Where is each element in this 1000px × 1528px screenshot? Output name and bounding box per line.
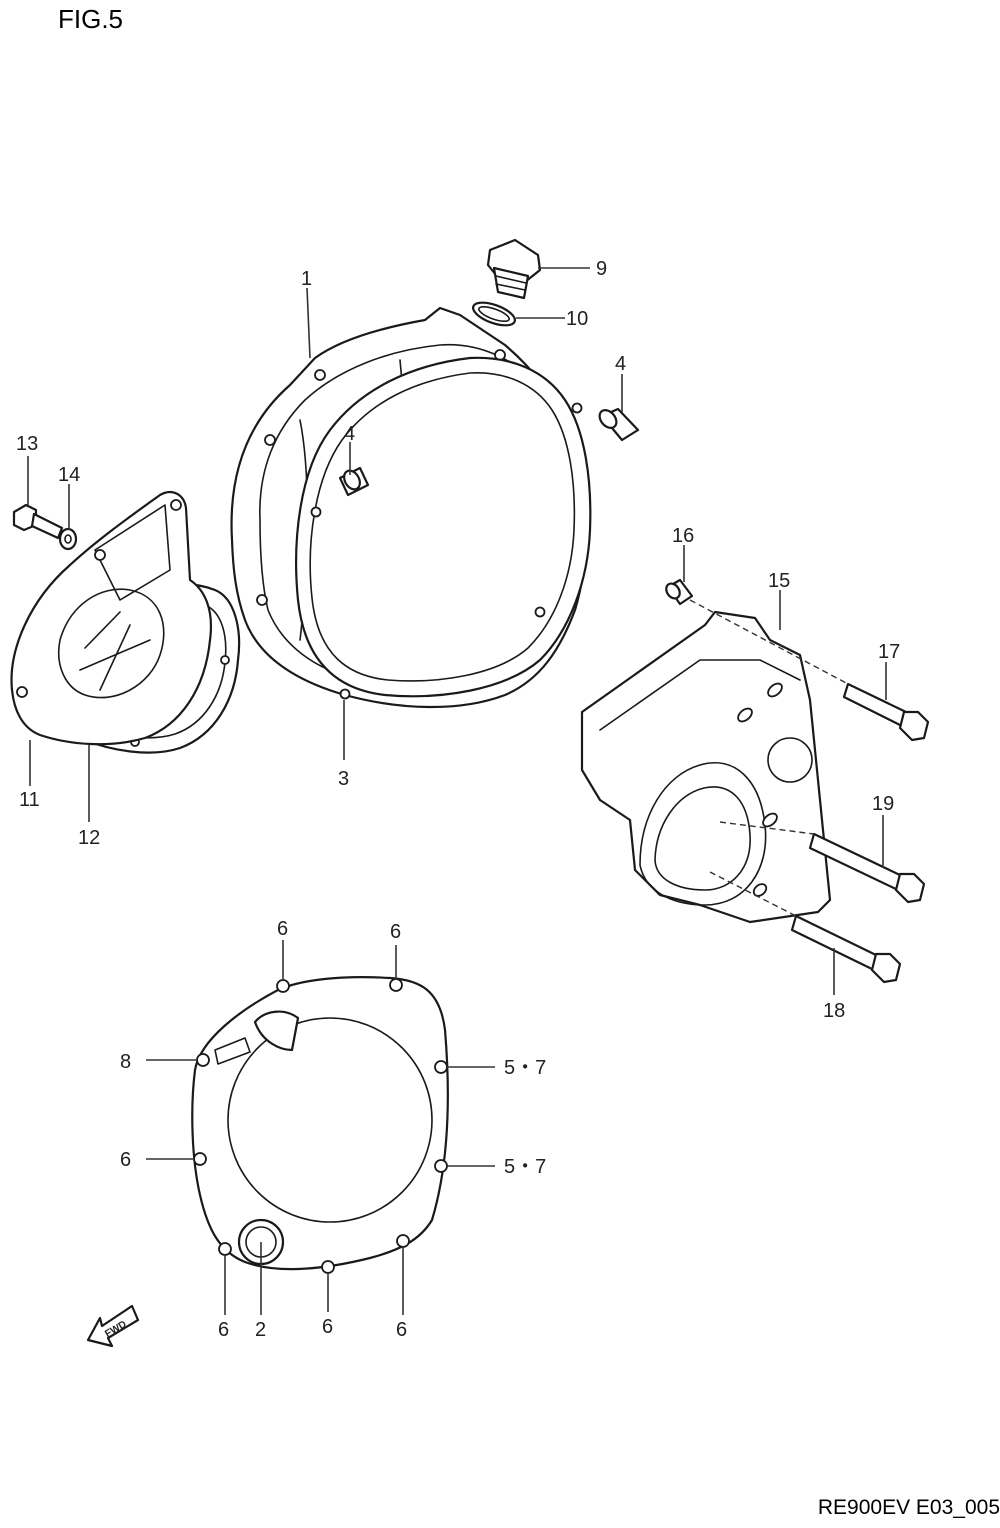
callout-1: 1	[301, 268, 312, 290]
part-17-bolt	[842, 682, 930, 742]
part-11-cover	[10, 491, 212, 746]
callout-14: 14	[58, 464, 80, 486]
callout-3: 3	[338, 768, 349, 790]
part-4-dowel	[598, 407, 640, 442]
lower-cover	[191, 976, 449, 1274]
part-14-washer	[58, 527, 78, 551]
bolt-axis-lines	[689, 599, 849, 917]
callout-2: 2	[255, 1319, 266, 1341]
callout-9: 9	[596, 258, 607, 280]
callout-17: 17	[878, 641, 900, 663]
callout-6-bottom-2: 6	[322, 1316, 333, 1338]
callout-6-bottom-3: 6	[396, 1319, 407, 1341]
leader-lines	[27, 267, 887, 1315]
callout-11: 11	[19, 789, 40, 811]
callout-18: 18	[823, 1000, 845, 1022]
callout-labels: 1 3 4 4 9 10 13 14 11 12 16 15 17 19 18 …	[16, 258, 900, 1341]
part-4-dowel-inner	[338, 466, 370, 497]
fwd-arrow-icon: FWD	[86, 1304, 140, 1348]
callout-8: 8	[120, 1051, 131, 1073]
callout-4-inner: 4	[344, 423, 355, 445]
part-16-dowel	[665, 578, 694, 606]
callout-5-7-lower: 5・7	[504, 1156, 546, 1178]
part-18-bolt	[790, 914, 902, 984]
figure-title: FIG.5	[58, 4, 124, 34]
callout-4: 4	[615, 353, 626, 375]
callout-19: 19	[872, 793, 894, 815]
part-19-bolt	[808, 832, 926, 904]
callout-16: 16	[672, 525, 694, 547]
part-10-o-ring	[471, 301, 517, 327]
part-3-gasket	[295, 356, 592, 700]
callout-6-top-right: 6	[390, 921, 401, 943]
callout-10: 10	[566, 308, 588, 330]
callout-15: 15	[768, 570, 790, 592]
callout-6-bottom-1: 6	[218, 1319, 229, 1341]
part-9-filler-cap	[486, 238, 542, 300]
callout-6-left: 6	[120, 1149, 131, 1171]
part-15-housing	[580, 610, 832, 924]
callout-5-7-upper: 5・7	[504, 1057, 546, 1079]
callout-12: 12	[78, 827, 100, 849]
part-13-bolt	[12, 503, 64, 540]
page-code: RE900EV E03_005	[817, 1496, 1000, 1519]
callout-13: 13	[16, 433, 38, 455]
callout-6-top-left: 6	[277, 918, 288, 940]
